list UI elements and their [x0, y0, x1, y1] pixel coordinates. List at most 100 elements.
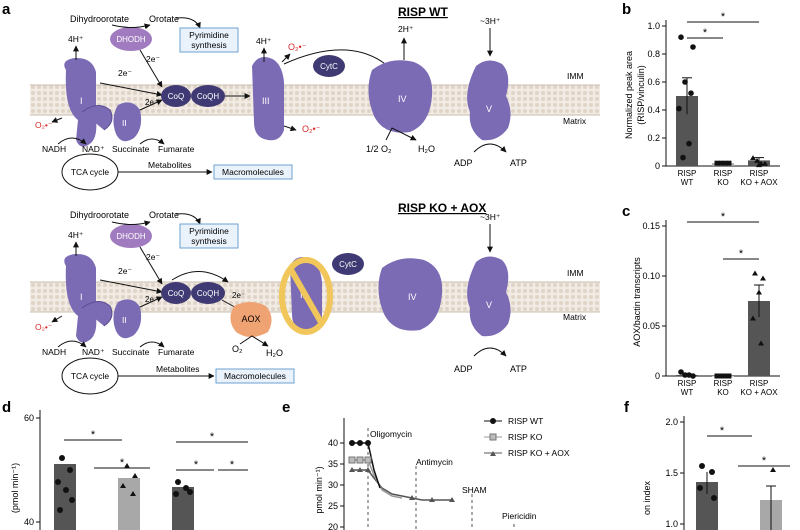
panel-e-ytick-label: 35 — [328, 459, 338, 469]
panel-c: c AOX/bactin transcripts 00.050.100.15RI… — [622, 203, 780, 397]
cytc — [313, 55, 345, 77]
series-ko-aox-points — [349, 467, 455, 502]
metabolites-label: Metabolites — [148, 160, 191, 170]
panel-e-ytick-label: 30 — [328, 480, 338, 490]
panel-b-point — [750, 155, 756, 161]
panel-d-ylabel: (pmol min⁻¹) — [10, 463, 20, 513]
legend-risp-wt: RISP WT — [508, 416, 543, 426]
half-o2-label: 1/2 O₂ — [366, 144, 392, 154]
dihydroorotate-label-ko: Dihydroorotate — [70, 210, 129, 220]
adp-label: ADP — [454, 158, 473, 168]
panel-b-category-label: RISP — [678, 169, 697, 178]
coqh — [191, 85, 225, 107]
macromolecules-label-ko: Macromolecules — [224, 371, 286, 381]
panel-c-point — [678, 369, 684, 375]
panel-b-sig-star: * — [721, 11, 726, 23]
panel-b-ytick-label: 0.6 — [647, 77, 660, 87]
panel-b: b Normalized peak area (RISP/vinculin) 0… — [622, 1, 780, 187]
panel-d: d (pmol min⁻¹) 60 40 * * * * * — [2, 399, 248, 530]
panel-b-category-label: WT — [681, 178, 694, 187]
complex-i-label: I — [80, 96, 83, 106]
protons-4h-left-ko: 4H⁺ — [68, 230, 84, 240]
panel-e-legend: RISP WT RISP KO RISP KO + AOX — [484, 416, 570, 458]
nadh-label: NADH — [42, 144, 66, 154]
atp-label-ko: ATP — [510, 364, 527, 374]
panel-c-sig-star: * — [739, 248, 744, 260]
panel-f-ytick-1: 1.0 — [665, 519, 678, 529]
dhodh-label: DHODH — [116, 35, 146, 44]
dhodh-enzyme-ko — [110, 224, 152, 248]
complex-iv — [368, 60, 433, 133]
panel-d-sig-4: * — [194, 459, 199, 471]
panel-b-sig-star: * — [703, 27, 708, 39]
panel-c-ylabel: AOX/bactin transcripts — [632, 257, 642, 347]
metabolites-label-ko: Metabolites — [156, 364, 199, 374]
panel-b-point — [726, 160, 732, 166]
panel-d-bar-1 — [54, 464, 76, 530]
panel-c-point — [682, 372, 688, 378]
panel-c-ytick-label: 0.10 — [642, 271, 660, 281]
superoxide-iii-bottom: O₂•⁻ — [302, 124, 321, 134]
panel-c-point — [756, 289, 762, 295]
cytc-label: CytC — [320, 62, 338, 71]
complex-ii-label-ko: II — [122, 315, 127, 325]
legend-risp-ko-aox: RISP KO + AOX — [508, 448, 570, 458]
e-label-complex-i-ko: 2e⁻ — [118, 266, 132, 276]
panel-a-letter: a — [2, 1, 11, 18]
superoxide-complex-i-ko: O₂•⁻ — [35, 322, 53, 332]
panel-d-ytick-60: 60 — [24, 413, 34, 423]
panel-f-bar-1 — [696, 482, 718, 530]
panel-b-point — [714, 160, 720, 166]
fumarate-label: Fumarate — [158, 144, 195, 154]
complex-iv-label: IV — [398, 94, 407, 104]
e-label-complex-ii-ko: 2e⁻ — [145, 295, 158, 304]
panel-c-category-label: KO — [717, 388, 729, 397]
succinate-label-ko: Succinate — [112, 347, 150, 357]
matrix-label-ko: Matrix — [563, 312, 587, 322]
panel-d-points — [55, 455, 193, 513]
imm-label-ko: IMM — [567, 268, 584, 278]
panel-b-point — [722, 160, 728, 166]
panel-c-point — [714, 373, 720, 379]
panel-b-point — [756, 162, 762, 168]
e-label-complex-i: 2e⁻ — [118, 68, 132, 78]
series-wt-points — [349, 440, 371, 446]
complex-ii-label: II — [122, 118, 127, 128]
cytc-ko — [332, 253, 364, 275]
pyrimidine-box-ko — [179, 223, 239, 249]
pyrimidine-line1-ko: Pyrimidine — [189, 226, 229, 236]
panel-f-ytick-15: 1.5 — [665, 468, 678, 478]
panel-c-category-label: RISP — [714, 379, 733, 388]
e-label-dhodh: 2e⁻ — [146, 54, 160, 64]
coqh-label: CoQH — [197, 92, 219, 101]
panel-f-ylabel: on index — [642, 480, 652, 515]
nad-label: NAD⁺ — [82, 144, 105, 154]
complex-i-ko — [64, 253, 97, 343]
complex-v-label: V — [486, 104, 492, 114]
panel-c-point — [726, 373, 732, 379]
legend-risp-ko: RISP KO — [508, 432, 543, 442]
macromolecules-label: Macromolecules — [222, 167, 284, 177]
protons-3h: ~3H⁺ — [480, 16, 501, 26]
panel-f: f on index 2.0 1.5 1.0 * * — [624, 399, 790, 530]
panel-b-ytick-label: 0.2 — [647, 133, 660, 143]
panel-d-ytick-40: 40 — [24, 517, 34, 527]
dihydroorotate-label: Dihydroorotate — [70, 14, 129, 24]
panel-c-ytick-label: 0.05 — [642, 321, 660, 331]
panel-b-ylabel-1: Normalized peak area — [624, 51, 634, 139]
panel-f-ytick-2: 2.0 — [665, 417, 678, 427]
tca-label-ko: TCA cycle — [71, 371, 110, 381]
aox-h2o-label: H₂O — [266, 348, 283, 358]
nad-label-ko: NAD⁺ — [82, 347, 105, 357]
e-label-complex-ii: 2e⁻ — [145, 98, 158, 107]
complex-ii-ko — [113, 299, 142, 339]
panel-e-ytick-label: 40 — [328, 438, 338, 448]
complex-iii-label: III — [262, 96, 270, 106]
panel-e-ytick-label: 20 — [328, 522, 338, 530]
macromolecules-box — [213, 164, 293, 180]
panel-d-bar-3 — [172, 487, 194, 530]
matrix-label: Matrix — [563, 116, 587, 126]
coq-label: CoQ — [168, 92, 184, 101]
